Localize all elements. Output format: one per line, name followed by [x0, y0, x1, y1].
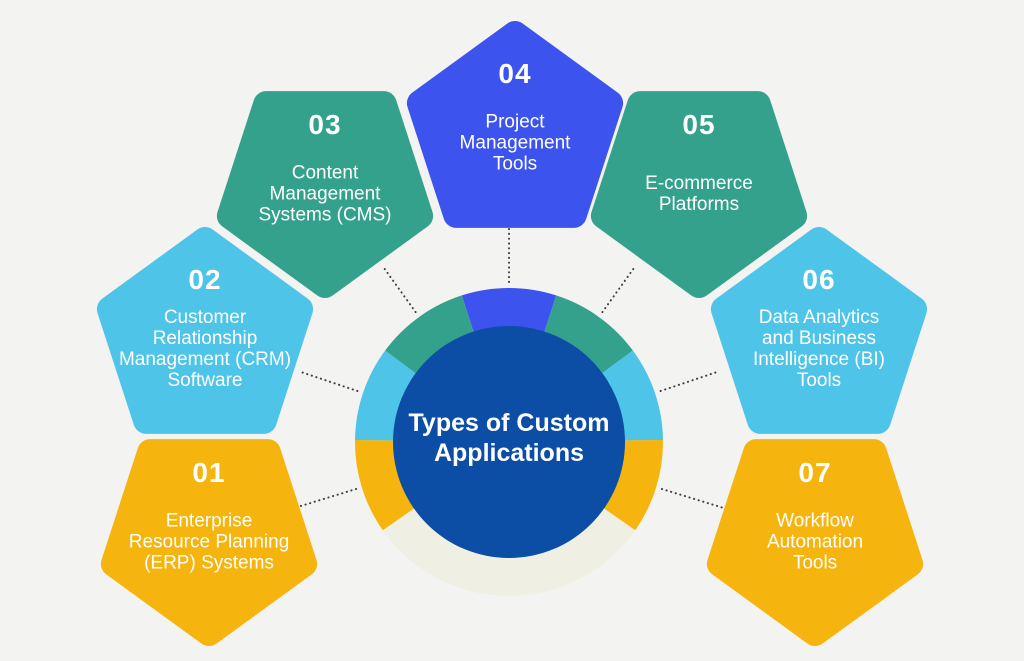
item-number: 07	[798, 457, 832, 488]
connector-item-2	[297, 370, 359, 392]
item-label: Content Management Systems (CMS)	[258, 162, 392, 226]
item-label: Data Analytics and Business Intelligence…	[752, 307, 885, 391]
pentagon-up-shape	[406, 21, 624, 228]
item-04-project-mgmt-pentagon: 04 Project Management Tools	[395, 14, 635, 254]
item-label: Customer Relationship Management (CRM) S…	[118, 307, 292, 391]
item-01-erp-pentagon: 01 Enterprise Resource Planning (ERP) Sy…	[89, 413, 329, 653]
item-07-workflow-pentagon: 07 Workflow Automation Tools	[695, 413, 935, 653]
ring-segment-cream-bottom	[382, 507, 636, 596]
connector-item-3	[382, 265, 417, 314]
item-label: Enterprise Resource Planning (ERP) Syste…	[128, 510, 290, 574]
ring-segment-teal-left	[385, 295, 475, 375]
pentagon-down-shape	[216, 91, 434, 298]
item-number: 03	[308, 109, 342, 140]
item-label: E-commerce Platforms	[645, 173, 753, 215]
ring-segment-yellow-left	[355, 439, 416, 531]
item-label: Workflow Automation Tools	[766, 510, 864, 574]
item-05-ecommerce-pentagon: 05 E-commerce Platforms	[579, 65, 819, 305]
ring-segment-cyan-left	[355, 350, 417, 442]
item-02-crm-pentagon: 02 Customer Relationship Management (CRM…	[85, 220, 325, 460]
pentagon-down-shape	[706, 439, 924, 646]
ring-segment-blue	[461, 288, 557, 333]
ring-segment-teal-right	[543, 295, 633, 375]
item-number: 06	[802, 264, 836, 295]
item-number: 02	[188, 264, 222, 295]
ring-segment-yellow-right	[602, 439, 663, 531]
connector-item-1	[290, 488, 358, 510]
item-number: 04	[498, 58, 532, 89]
connector-item-7	[660, 488, 728, 510]
pentagon-up-shape	[710, 227, 928, 434]
item-number: 01	[192, 457, 226, 488]
ring-segment-cyan-right	[601, 350, 663, 442]
item-number: 05	[682, 109, 716, 140]
pentagon-down-shape	[590, 91, 808, 298]
item-06-bi-tools-pentagon: 06 Data Analytics and Business Intellige…	[699, 220, 939, 460]
connector-lines	[290, 227, 728, 510]
pentagon-down-shape	[100, 439, 318, 646]
center-circle	[393, 326, 625, 558]
connector-item-6	[659, 370, 721, 392]
center-title: Types of Custom Applications	[408, 409, 610, 467]
connector-item-5	[601, 265, 636, 314]
pentagon-up-shape	[96, 227, 314, 434]
hub-ring	[355, 288, 663, 596]
item-03-cms-pentagon: 03 Content Management Systems (CMS)	[205, 65, 445, 305]
item-label: Project Management Tools	[459, 111, 571, 175]
